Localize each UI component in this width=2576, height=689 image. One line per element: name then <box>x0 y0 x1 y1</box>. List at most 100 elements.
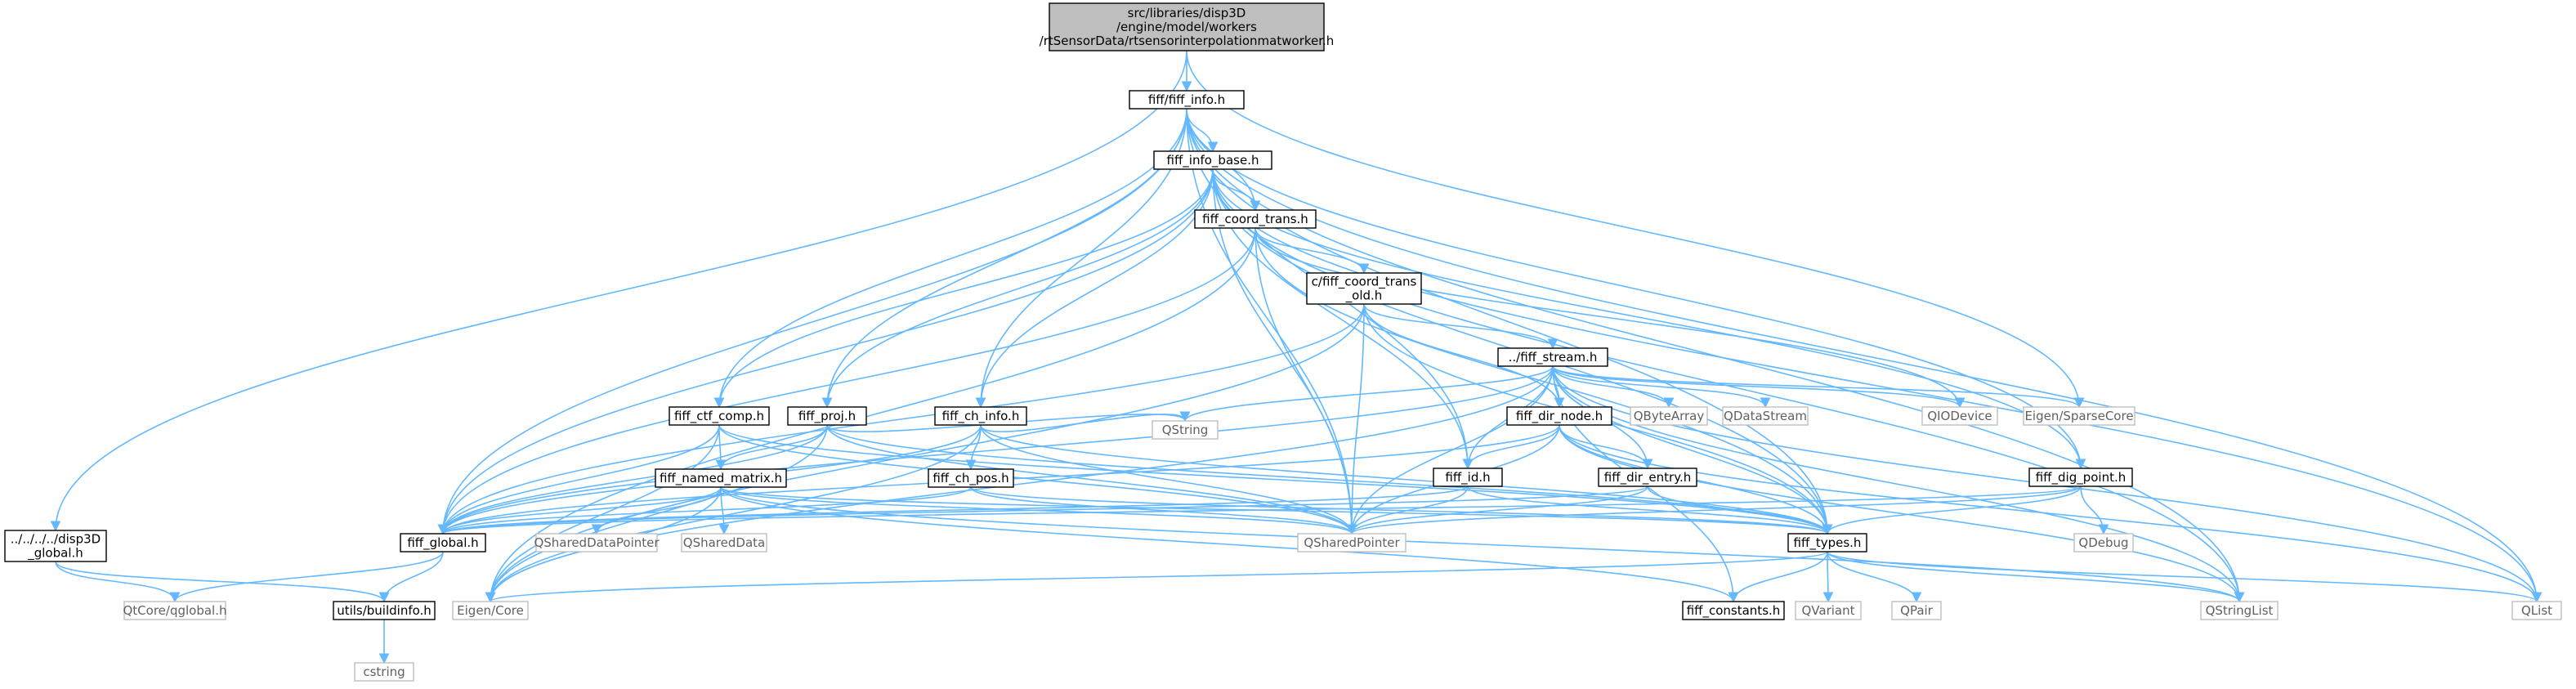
node-label: _old.h <box>1345 289 1383 304</box>
edge-fiff_coord_trans-to-qiodevice <box>1254 227 1966 409</box>
edge-fiff_info-to-fiff_ctf_comp <box>713 108 1187 409</box>
edge-fiff_dir_entry-to-qsharedpointer <box>1346 485 1648 535</box>
edge-c_fiff_coord_trans_old-to-fiff_global <box>437 303 1365 535</box>
edge-fiff_types-to-eigen_core <box>485 551 1828 603</box>
edge-fiff_info-to-fiff_proj <box>821 108 1187 409</box>
node-label: QByteArray <box>1634 409 1705 423</box>
node-label: Eigen/Core <box>457 603 524 618</box>
edge-fiff_info-to-fiff_global <box>437 108 1187 535</box>
node-fiff-coord-trans[interactable]: fiff_coord_trans.h <box>1194 209 1317 229</box>
node-box <box>1630 406 1708 426</box>
node-label: QDataStream <box>1724 409 1807 423</box>
node-box <box>535 533 658 553</box>
node-disp3d-global[interactable]: ../../../../disp3D_global.h <box>4 530 107 562</box>
node-fiff-constants[interactable]: fiff_constants.h <box>1682 601 1785 620</box>
node-label: fiff_named_matrix.h <box>660 471 782 486</box>
node-label: fiff_ch_pos.h <box>932 471 1008 486</box>
edge-fiff_types-to-fiff_constants <box>1728 551 1828 603</box>
node-box <box>1049 2 1325 51</box>
edge-fiff_ch_info-to-qsharedpointer <box>980 424 1357 535</box>
node-box <box>400 533 486 553</box>
node-qpair: QPair <box>1891 601 1942 620</box>
node-fiff-dir-entry[interactable]: fiff_dir_entry.h <box>1598 468 1697 487</box>
node-qiodevice: QIODevice <box>1921 406 1998 426</box>
node-label: QVariant <box>1801 603 1854 618</box>
edge-fiff_stream-to-qiodevice <box>1552 365 1966 409</box>
node-box <box>928 468 1014 488</box>
node-label: fiff_ctf_comp.h <box>674 409 764 424</box>
node-fiff-proj[interactable]: fiff_proj.h <box>787 406 867 426</box>
node-fiff-ctf-comp[interactable]: fiff_ctf_comp.h <box>669 406 770 426</box>
node-box <box>1306 272 1422 305</box>
node-fiff-global[interactable]: fiff_global.h <box>400 533 486 553</box>
node-fiff-info[interactable]: fiff/fiff_info.h <box>1129 90 1245 110</box>
edge-fiff_ch_pos-to-fiff_global <box>437 486 972 535</box>
edge-c_fiff_coord_trans_old-to-eigen_core <box>485 303 1365 603</box>
node-box <box>681 533 767 553</box>
node-label: /engine/model/workers <box>1116 20 1257 34</box>
node-label: QPair <box>1900 603 1934 618</box>
node-box <box>2511 601 2562 620</box>
node-fiff-info-base[interactable]: fiff_info_base.h <box>1153 150 1272 170</box>
node-box <box>2028 468 2133 487</box>
edge-c_fiff_coord_trans_old-to-fiff_stream <box>1363 303 1559 350</box>
node-box <box>1921 406 1998 426</box>
edge-fiff_types-to-qpair <box>1827 551 1922 603</box>
node-box <box>1722 406 1809 426</box>
node-fiff-dir-node[interactable]: fiff_dir_node.h <box>1506 406 1612 426</box>
node-utils-buildinfo[interactable]: utils/buildinfo.h <box>333 601 436 620</box>
edge-fiff_info-to-fiff_dig_point <box>1186 108 2086 470</box>
edge-fiff_dir_entry-to-fiff_global <box>438 485 1648 535</box>
edge-fiff_dir_node-to-qlist <box>1559 424 2542 603</box>
edge-fiff_info_base-to-fiff_proj <box>821 168 1214 409</box>
node-fiff-dig-point[interactable]: fiff_dig_point.h <box>2028 468 2133 487</box>
edge-fiff_dig_point-to-fiff_types <box>1822 485 2082 535</box>
node-box <box>1795 601 1862 620</box>
node-label: fiff_dir_entry.h <box>1604 470 1691 485</box>
edge-fiff_info-to-qsharedpointer <box>1186 108 1357 535</box>
edge-fiff_stream-to-qdatastream <box>1552 365 1771 409</box>
edge-fiff_ch_pos-to-fiff_types <box>970 486 1832 535</box>
node-box <box>787 406 867 426</box>
node-fiff-id[interactable]: fiff_id.h <box>1433 468 1503 487</box>
node-qtcore-qglobal: QtCore/qglobal.h <box>123 601 227 620</box>
node-label: QSharedDataPointer <box>534 535 660 550</box>
node-label: utils/buildinfo.h <box>337 603 432 618</box>
node-qlist: QList <box>2511 601 2562 620</box>
node-box <box>1129 90 1245 110</box>
node-box <box>1598 468 1697 487</box>
node-c-fiff-coord-trans-old[interactable]: c/fiff_coord_trans_old.h <box>1306 272 1422 305</box>
edge-fiff_named_matrix-to-fiff_global <box>437 486 722 535</box>
node-qshareddatapointer: QSharedDataPointer <box>534 533 660 553</box>
node-root[interactable]: src/libraries/disp3D/engine/model/worker… <box>1040 2 1335 51</box>
edge-fiff_id-to-fiff_types <box>1467 485 1833 535</box>
edge-fiff_proj-to-eigen_core <box>485 424 828 603</box>
node-fiff-named-matrix[interactable]: fiff_named_matrix.h <box>655 468 787 488</box>
node-box <box>1297 533 1407 553</box>
node-qshareddata: QSharedData <box>681 533 767 553</box>
node-fiff-ch-pos[interactable]: fiff_ch_pos.h <box>928 468 1014 488</box>
edge-fiff_named_matrix-to-qshareddatapointer <box>591 486 722 535</box>
edge-fiff_ctf_comp-to-eigen_core <box>485 424 720 603</box>
node-fiff-types[interactable]: fiff_types.h <box>1787 533 1867 553</box>
node-box <box>1433 468 1503 487</box>
edge-fiff_ch_info-to-eigen_core <box>485 424 982 603</box>
node-label: ../fiff_stream.h <box>1509 350 1598 365</box>
node-eigen-core: Eigen/Core <box>452 601 529 620</box>
edge-fiff_ctf_comp-to-fiff_named_matrix <box>715 424 727 471</box>
node-qvariant: QVariant <box>1795 601 1862 620</box>
node-box <box>655 468 787 488</box>
node-box <box>354 662 414 682</box>
node-label: fiff_info_base.h <box>1167 153 1259 168</box>
node-qbytearray: QByteArray <box>1630 406 1708 426</box>
edge-fiff_stream-to-qstring <box>1179 365 1554 423</box>
edge-c_fiff_coord_trans_old-to-qsharedpointer <box>1346 303 1365 535</box>
edge-disp3d_global-to-qtcore_qglobal <box>55 561 181 603</box>
edge-fiff_stream-to-fiff_global <box>437 365 1554 535</box>
node-fiff-stream[interactable]: ../fiff_stream.h <box>1497 347 1608 367</box>
node-label: fiff_dig_point.h <box>2036 470 2127 485</box>
node-fiff-ch-info[interactable]: fiff_ch_info.h <box>934 406 1027 426</box>
node-box <box>2073 533 2134 553</box>
node-label: QString <box>1162 423 1209 437</box>
